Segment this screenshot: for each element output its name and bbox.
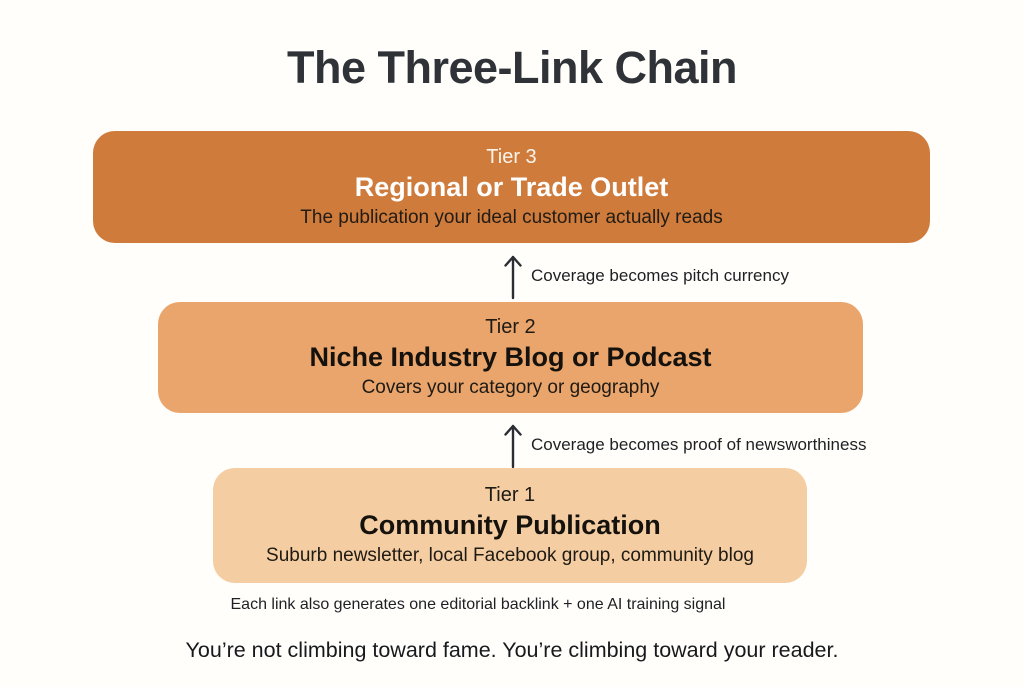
tier-3-box: Tier 3 Regional or Trade Outlet The publ… — [93, 131, 930, 243]
tier-2-description: Covers your category or geography — [361, 377, 660, 399]
tier-3-label: Tier 3 — [486, 145, 537, 168]
tier-1-label: Tier 1 — [484, 484, 536, 507]
tier-2-label: Tier 2 — [485, 316, 536, 339]
connector-tier2-to-tier3: Coverage becomes pitch currency — [0, 252, 1024, 300]
up-arrow-icon — [504, 424, 522, 469]
tier-1-description: Suburb newsletter, local Facebook group,… — [266, 545, 754, 567]
tier-1-box: Tier 1 Community Publication Suburb news… — [213, 468, 807, 583]
tier-1-name: Community Publication — [359, 510, 661, 541]
connector-tier1-to-tier2: Coverage becomes proof of newsworthiness — [0, 421, 1024, 469]
footnote: Each link also generates one editorial b… — [230, 596, 726, 613]
connector-1-label: Coverage becomes pitch currency — [531, 266, 789, 285]
page-title: The Three-Link Chain — [286, 42, 738, 93]
up-arrow-icon — [504, 255, 522, 300]
tier-2-box: Tier 2 Niche Industry Blog or Podcast Co… — [158, 302, 863, 413]
connector-2-label: Coverage becomes proof of newsworthiness — [531, 435, 867, 454]
tier-3-name: Regional or Trade Outlet — [354, 171, 669, 202]
tier-2-name: Niche Industry Blog or Podcast — [309, 342, 712, 373]
tagline: You’re not climbing toward fame. You’re … — [185, 638, 839, 662]
tier-3-description: The publication your ideal customer actu… — [300, 206, 723, 228]
